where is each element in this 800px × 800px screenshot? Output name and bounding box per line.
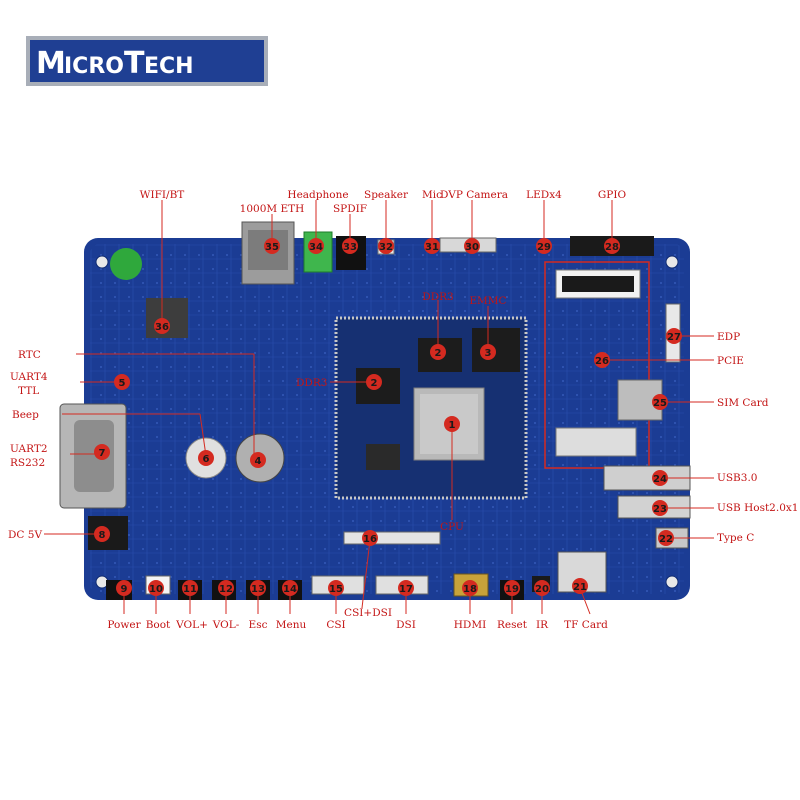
microtech-logo: M ICRO T ECH — [26, 36, 268, 86]
marker-25: 25 — [653, 398, 667, 409]
marker-13: 13 — [251, 584, 265, 595]
label-ledx4: LEDx4 — [526, 189, 562, 201]
marker-11: 11 — [183, 584, 197, 595]
marker-7: 7 — [99, 448, 106, 459]
marker-34: 34 — [309, 242, 323, 253]
marker-21: 21 — [573, 582, 587, 593]
logo-word-icro: ICRO — [64, 54, 124, 79]
marker-33: 33 — [343, 242, 357, 253]
marker-28: 28 — [605, 242, 619, 253]
marker-16: 16 — [363, 534, 377, 545]
label-wifi-bt: WIFI/BT — [140, 189, 185, 201]
label-type-c: Type C — [717, 532, 754, 544]
label-hdmi: HDMI — [454, 619, 486, 631]
marker-26: 26 — [595, 356, 609, 367]
label-uart2: UART2 — [10, 443, 48, 455]
marker-24: 24 — [653, 474, 667, 485]
marker-17: 17 — [399, 584, 413, 595]
marker-18: 18 — [463, 584, 477, 595]
label-spdif: SPDIF — [333, 203, 367, 215]
label-tf-card: TF Card — [564, 619, 608, 631]
label-speaker: Speaker — [364, 189, 409, 201]
marker-2a: 2 — [435, 348, 442, 359]
label-dc5v: DC 5V — [8, 529, 42, 541]
label-ir: IR — [536, 619, 549, 631]
label-boot: Boot — [146, 619, 171, 631]
marker-8: 8 — [99, 530, 106, 541]
label-vol-plus: VOL+ — [175, 619, 208, 631]
logo-word-ech: ECH — [144, 54, 194, 79]
marker-29: 29 — [537, 242, 551, 253]
label-esc: Esc — [249, 619, 268, 631]
marker-20: 20 — [535, 584, 549, 595]
marker-3: 3 — [485, 348, 492, 359]
marker-1: 1 — [449, 420, 456, 431]
label-1000m-eth: 1000M ETH — [240, 203, 305, 215]
label-vol-minus: VOL- — [212, 619, 240, 631]
label-ttl: TTL — [18, 385, 39, 397]
core-module — [334, 316, 528, 500]
label-reset: Reset — [497, 619, 528, 631]
marker-9: 9 — [121, 584, 128, 595]
marker-12: 12 — [219, 584, 233, 595]
marker-35: 35 — [265, 242, 279, 253]
label-usb3: USB3.0 — [717, 472, 757, 484]
logo-letter-t: T — [124, 46, 145, 81]
label-uart4: UART4 — [10, 371, 48, 383]
marker-36: 36 — [155, 322, 169, 333]
label-power: Power — [107, 619, 141, 631]
marker-5: 5 — [119, 378, 126, 389]
marker-14: 14 — [283, 584, 297, 595]
label-rs232: RS232 — [10, 457, 45, 469]
label-rtc: RTC — [18, 349, 41, 361]
marker-15: 15 — [329, 584, 343, 595]
marker-23: 23 — [653, 504, 667, 515]
label-beep: Beep — [12, 409, 39, 421]
label-headphone: Headphone — [287, 189, 348, 201]
label-csi-dsi: CSI+DSI — [344, 607, 392, 619]
label-usb-host: USB Host2.0x1 — [717, 502, 798, 514]
label-emmc: EMMC — [469, 295, 506, 307]
label-edp: EDP — [717, 331, 740, 343]
label-ddr3-b: DDR3 — [296, 377, 327, 389]
label-sim-card: SIM Card — [717, 397, 769, 409]
label-csi: CSI — [326, 619, 345, 631]
logo-letter-m: M — [36, 46, 66, 81]
marker-30: 30 — [465, 242, 479, 253]
callout-markers: 1 2 2 3 4 5 6 7 8 9 10 11 12 13 14 15 16… — [94, 238, 682, 596]
marker-22: 22 — [659, 534, 673, 545]
marker-4: 4 — [255, 456, 262, 467]
highlight-box — [544, 261, 650, 469]
label-menu: Menu — [276, 619, 307, 631]
label-dvp-camera: DVP Camera — [440, 189, 508, 201]
label-mic: Mic — [422, 189, 442, 201]
label-gpio: GPIO — [598, 189, 627, 201]
label-cpu: CPU — [440, 521, 464, 533]
marker-32: 32 — [379, 242, 393, 253]
marker-2b: 2 — [371, 378, 378, 389]
marker-27: 27 — [667, 332, 681, 343]
marker-31: 31 — [425, 242, 439, 253]
marker-6: 6 — [203, 454, 210, 465]
label-ddr3-a: DDR3 — [422, 291, 453, 303]
marker-10: 10 — [149, 584, 163, 595]
callout-labels: CPU DDR3 DDR3 EMMC RTC UART4 TTL Beep UA… — [8, 189, 798, 631]
label-pcie: PCIE — [717, 355, 744, 367]
label-dsi: DSI — [396, 619, 416, 631]
marker-19: 19 — [505, 584, 519, 595]
